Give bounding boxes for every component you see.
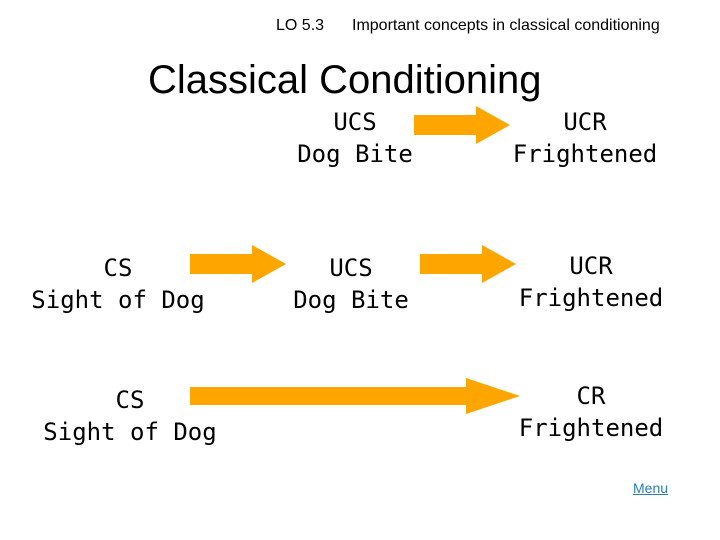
row2-ucr-label: Frightened — [518, 284, 664, 312]
row3-cs: CS Sight of Dog — [30, 384, 230, 448]
row2-ucr-abbr: UCR — [569, 252, 613, 280]
row2-ucs-label: Dog Bite — [293, 286, 409, 314]
row1-ucr-abbr: UCR — [563, 108, 607, 136]
row2-ucs-abbr: UCS — [329, 254, 373, 282]
row1-ucs-label: Dog Bite — [297, 140, 413, 168]
row2-cs: CS Sight of Dog — [18, 252, 218, 316]
row3-cr-abbr: CR — [576, 382, 606, 410]
lesson-objective-label: LO 5.3 — [276, 17, 325, 34]
row1-ucs-abbr: UCS — [333, 108, 377, 136]
row3-cs-abbr: CS — [115, 386, 145, 414]
row1-ucr: UCR Frightened — [500, 106, 670, 170]
row1-ucs: UCS Dog Bite — [284, 106, 426, 170]
row2-cs-label: Sight of Dog — [31, 286, 205, 314]
row2-left-arrow-icon — [190, 245, 286, 283]
row3-cr-label: Frightened — [518, 414, 664, 442]
header-description: Important concepts in classical conditio… — [352, 17, 660, 34]
row3-cs-label: Sight of Dog — [43, 418, 217, 446]
page-title: Classical Conditioning — [148, 58, 542, 102]
menu-link[interactable]: Menu — [633, 480, 669, 496]
row2-ucs: UCS Dog Bite — [280, 252, 422, 316]
row2-right-arrow-icon — [420, 245, 516, 283]
row1-ucr-label: Frightened — [512, 140, 658, 168]
row3-cr: CR Frightened — [506, 380, 676, 444]
row2-ucr: UCR Frightened — [506, 250, 676, 314]
row3-long-arrow-icon — [190, 378, 520, 414]
row2-cs-abbr: CS — [103, 254, 133, 282]
row1-arrow-icon — [414, 106, 510, 144]
